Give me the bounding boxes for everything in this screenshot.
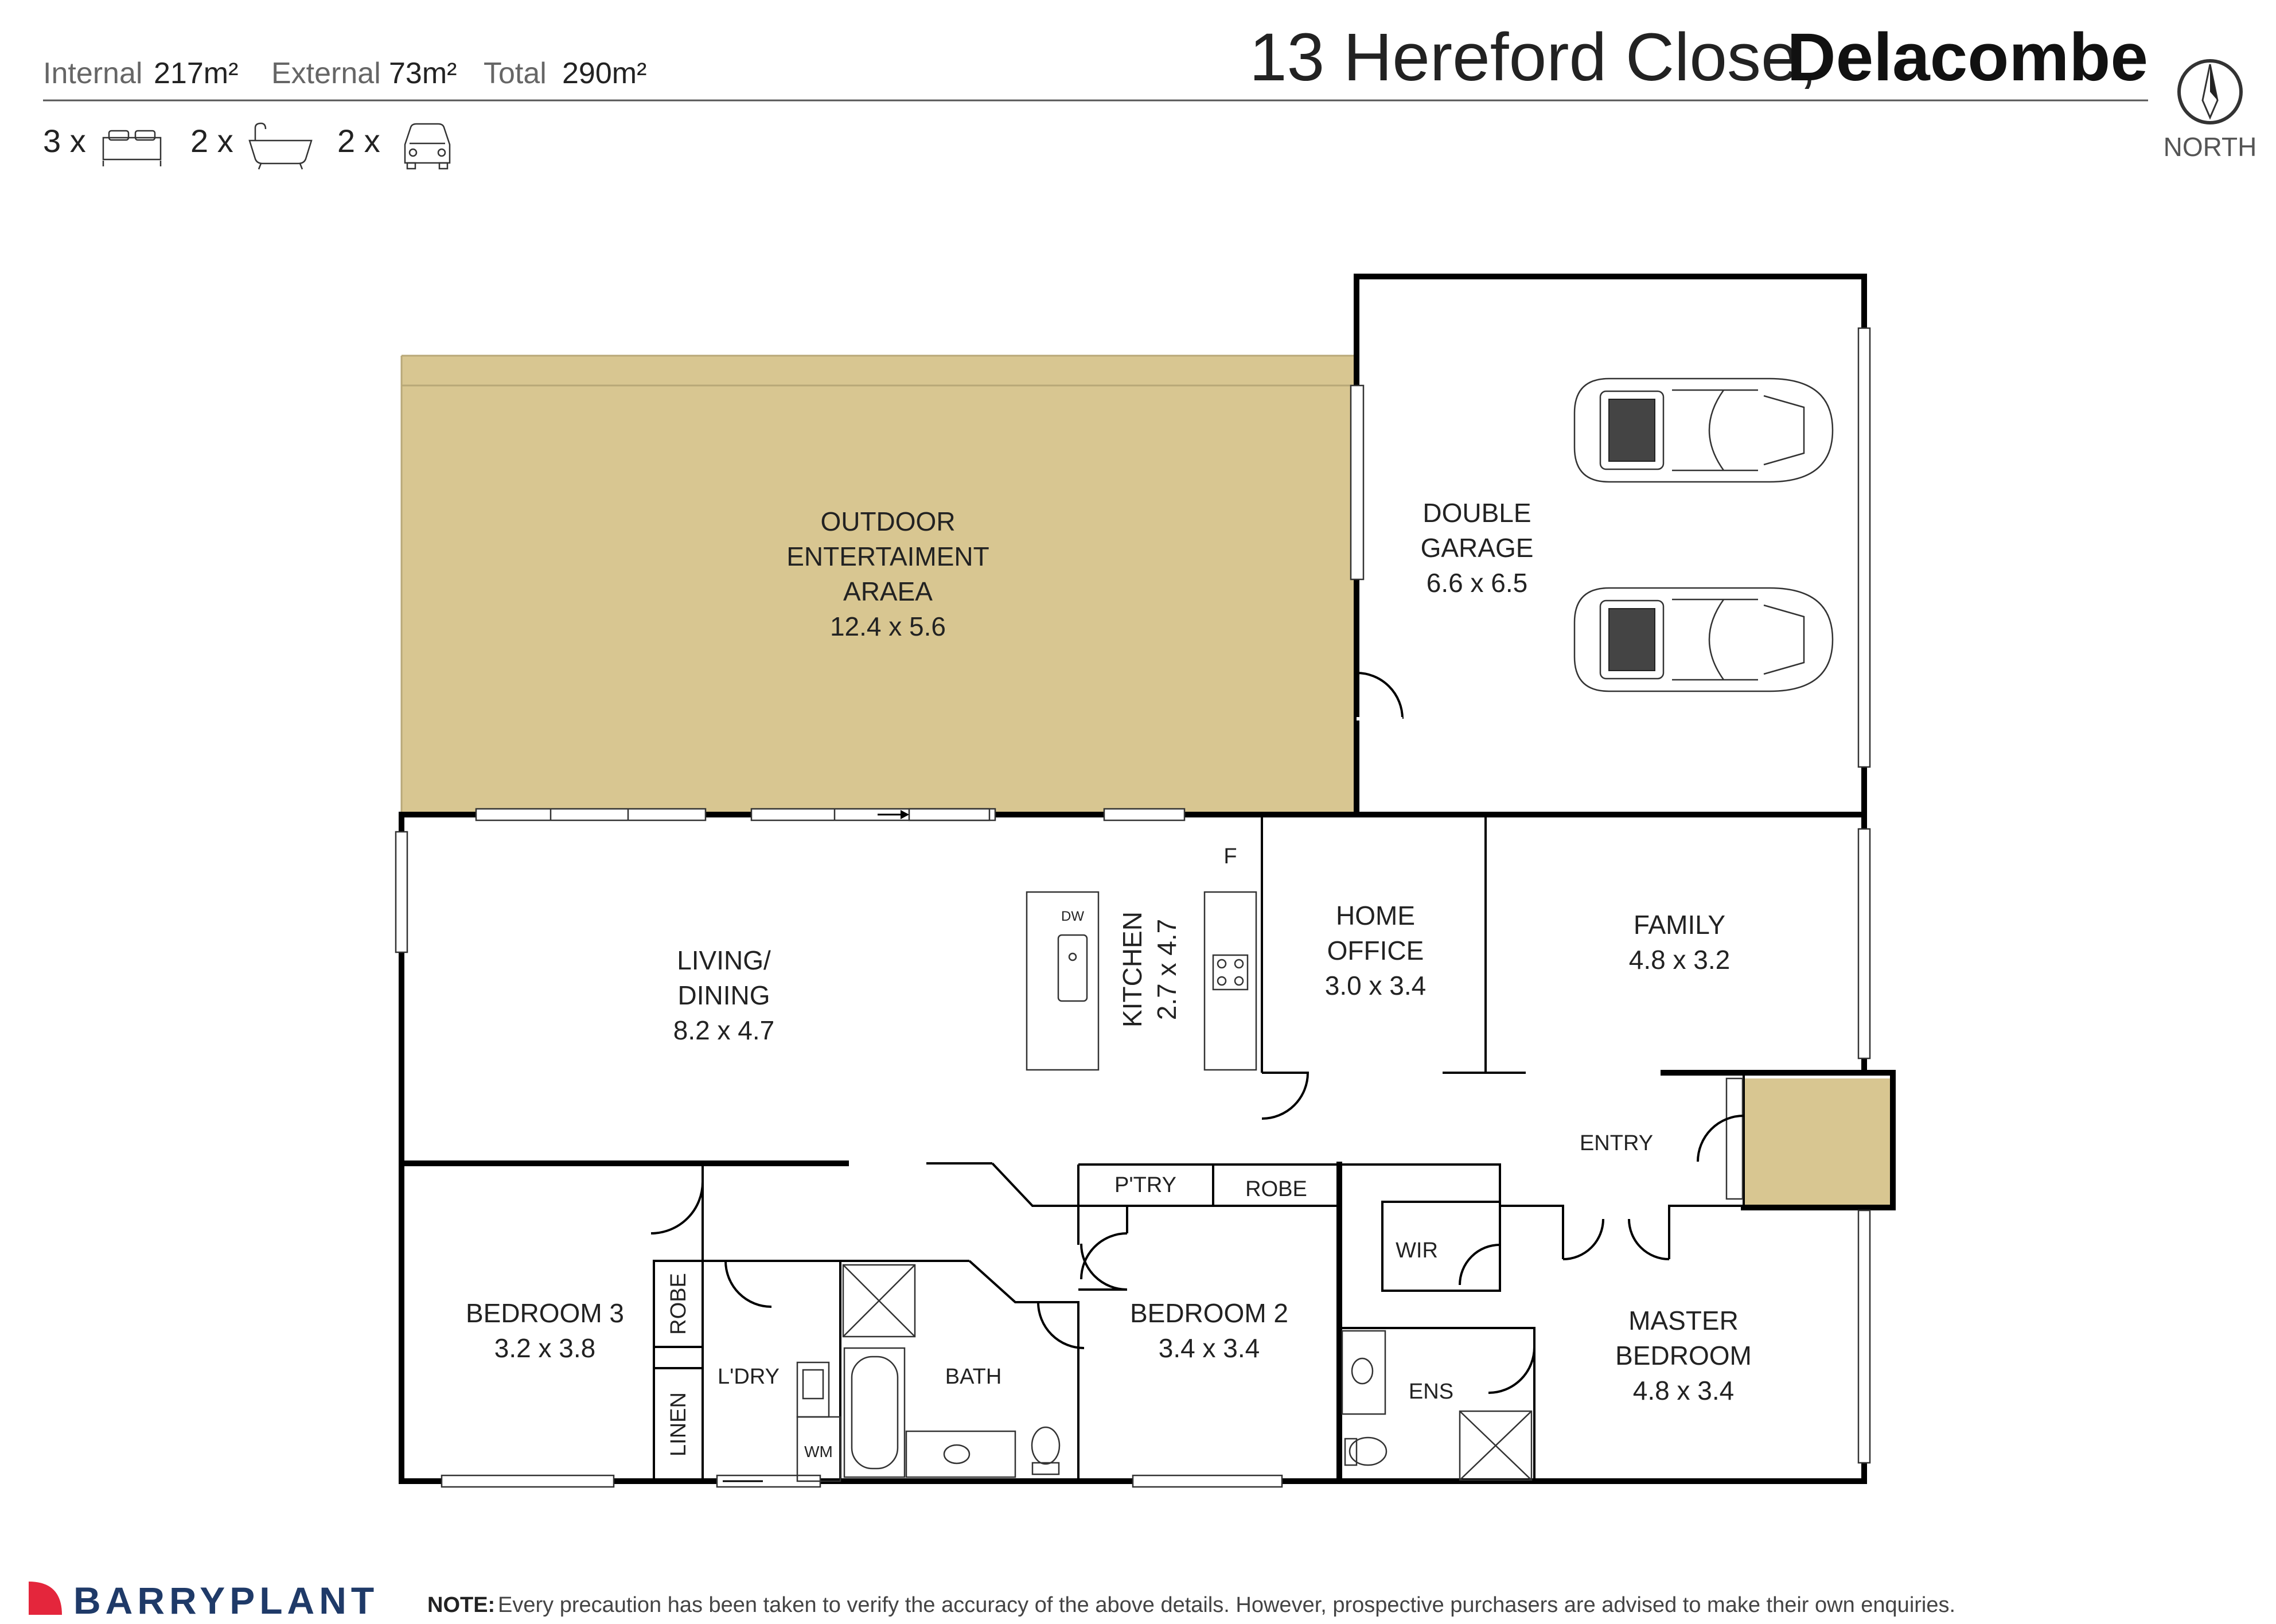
kitchen-label: KITCHEN xyxy=(1117,912,1147,1027)
bedroom2-label: BEDROOM 2 xyxy=(1130,1298,1288,1328)
outdoor-area xyxy=(400,355,1354,815)
laundry-label: L'DRY xyxy=(718,1365,780,1389)
robe-label: ROBE xyxy=(1245,1177,1307,1201)
office-label-2: OFFICE xyxy=(1327,936,1424,965)
entry-label: ENTRY xyxy=(1580,1131,1653,1155)
internal-value: 217m² xyxy=(154,57,238,90)
office-dims: 3.0 x 3.4 xyxy=(1325,971,1426,1000)
brand-mark-icon xyxy=(29,1582,62,1615)
note-text: Every precaution has been taken to verif… xyxy=(498,1593,1955,1617)
footer: BARRYPLANT NOTE: Every precaution has be… xyxy=(29,1579,1955,1622)
north-compass-icon xyxy=(2177,59,2243,124)
outdoor-dims: 12.4 x 5.6 xyxy=(830,612,946,641)
outdoor-label-3: ARAEA xyxy=(843,577,933,606)
kitchen-island xyxy=(1026,891,1100,1071)
linen-label: LINEN xyxy=(667,1392,691,1456)
total-value: 290m² xyxy=(562,57,646,90)
shower-icon xyxy=(842,1264,916,1338)
outdoor-label-2: ENTERTAIMENT xyxy=(786,542,989,571)
washing-machine-space xyxy=(796,1416,841,1482)
external-label: External xyxy=(271,57,381,90)
north-label: NORTH xyxy=(2164,132,2257,162)
garage-label-1: DOUBLE xyxy=(1422,498,1531,528)
living-label-1: LIVING/ xyxy=(677,945,771,975)
sink-icon xyxy=(1057,934,1088,1002)
fixtures xyxy=(796,891,1533,1482)
bedroom3-label: BEDROOM 3 xyxy=(466,1298,624,1328)
address-suburb: Delacombe xyxy=(1787,20,2148,95)
office-label-1: HOME xyxy=(1336,901,1415,930)
porch-fill xyxy=(1744,1078,1893,1208)
windows xyxy=(395,808,1871,1488)
kitchen-bench xyxy=(1203,891,1257,1071)
laundry-tub-icon xyxy=(796,1361,830,1418)
cars-count: 2 x xyxy=(337,123,380,159)
brand-logo: BARRYPLANT xyxy=(29,1579,379,1622)
basin-icon xyxy=(943,1444,971,1465)
cooktop-icon xyxy=(1212,954,1249,991)
toilet-icon xyxy=(1031,1426,1061,1475)
note-bold: NOTE: xyxy=(427,1593,495,1617)
garage-dims: 6.6 x 6.5 xyxy=(1427,568,1527,598)
master-label-2: BEDROOM xyxy=(1615,1341,1752,1370)
ensuite-vanity xyxy=(1341,1330,1386,1415)
door-swings xyxy=(650,1181,1670,1394)
kitchen-dims: 2.7 x 4.7 xyxy=(1152,919,1182,1020)
master-label-1: MASTER xyxy=(1628,1306,1739,1335)
total-label: Total xyxy=(484,57,547,90)
living-label-2: DINING xyxy=(678,980,770,1010)
robe-b3-label: ROBE xyxy=(667,1273,691,1335)
master-dims: 4.8 x 3.4 xyxy=(1633,1376,1734,1405)
bedroom3-dims: 3.2 x 3.8 xyxy=(494,1333,595,1363)
wir-label: WIR xyxy=(1396,1239,1438,1263)
address-street: 13 Hereford Close, xyxy=(1249,20,1817,95)
shower-icon xyxy=(1459,1410,1533,1481)
toilet-icon xyxy=(1344,1436,1388,1466)
room-labels: OUTDOOR ENTERTAIMENT ARAEA 12.4 x 5.6 DO… xyxy=(466,498,1752,1461)
family-label: FAMILY xyxy=(1634,910,1725,940)
vanity xyxy=(905,1430,1016,1478)
car-icon xyxy=(404,123,451,170)
car-top-view-icon xyxy=(1573,587,1834,692)
fridge-label: F xyxy=(1223,844,1237,869)
header: Internal 217m² External 73m² Total 290m²… xyxy=(43,20,2257,170)
bedroom2-dims: 3.4 x 3.4 xyxy=(1159,1333,1260,1363)
pantry-label: P'TRY xyxy=(1114,1173,1176,1197)
external-value: 73m² xyxy=(389,57,457,90)
bathtub-icon xyxy=(843,1347,906,1478)
basin-icon xyxy=(1351,1357,1374,1385)
beds-count: 3 x xyxy=(43,123,86,159)
garage-label-2: GARAGE xyxy=(1421,533,1534,563)
internal-label: Internal xyxy=(43,57,142,90)
living-dims: 8.2 x 4.7 xyxy=(673,1015,774,1045)
garage xyxy=(1350,274,1871,817)
family-dims: 4.8 x 3.2 xyxy=(1629,945,1730,975)
ens-label: ENS xyxy=(1409,1380,1453,1404)
brand-name: BARRYPLANT xyxy=(73,1579,379,1622)
bath-icon xyxy=(248,122,313,170)
wm-label: WM xyxy=(804,1443,833,1461)
bed-icon xyxy=(102,130,162,166)
dishwasher-label: DW xyxy=(1061,909,1084,924)
outdoor-fill xyxy=(402,356,1354,815)
car-top-view-icon xyxy=(1573,377,1834,483)
outdoor-label-1: OUTDOOR xyxy=(820,507,955,536)
baths-count: 2 x xyxy=(190,123,233,159)
bath-label: BATH xyxy=(945,1365,1002,1389)
